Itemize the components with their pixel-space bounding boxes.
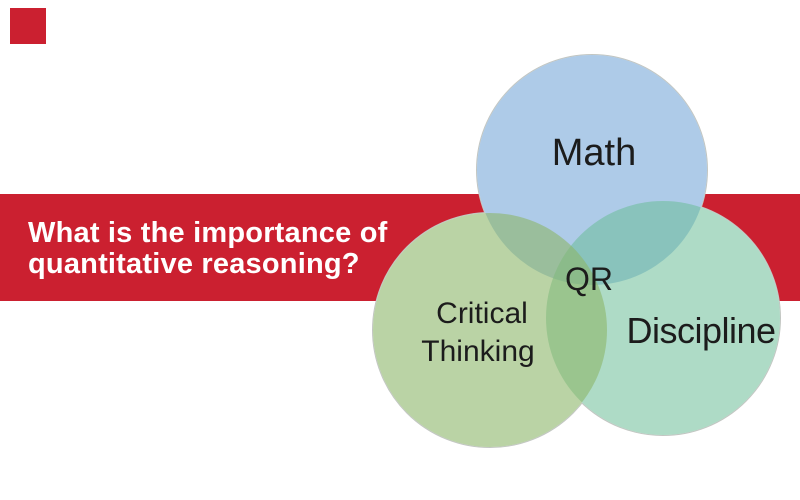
critical-thinking-circle (373, 213, 607, 447)
critical-thinking-label-line1: Critical (436, 297, 528, 330)
discipline-circle (546, 201, 780, 435)
qr-center-label: QR (565, 261, 613, 297)
venn-color-group (373, 55, 780, 447)
discipline-label: Discipline (626, 310, 775, 351)
banner-question: What is the importance of quantitative r… (28, 218, 387, 280)
critical-thinking-label-line2: Thinking (421, 335, 534, 368)
accent-square (10, 8, 46, 44)
banner-question-line2: quantitative reasoning? (28, 248, 360, 280)
math-label: Math (552, 132, 636, 174)
banner-question-line1: What is the importance of (28, 217, 388, 249)
